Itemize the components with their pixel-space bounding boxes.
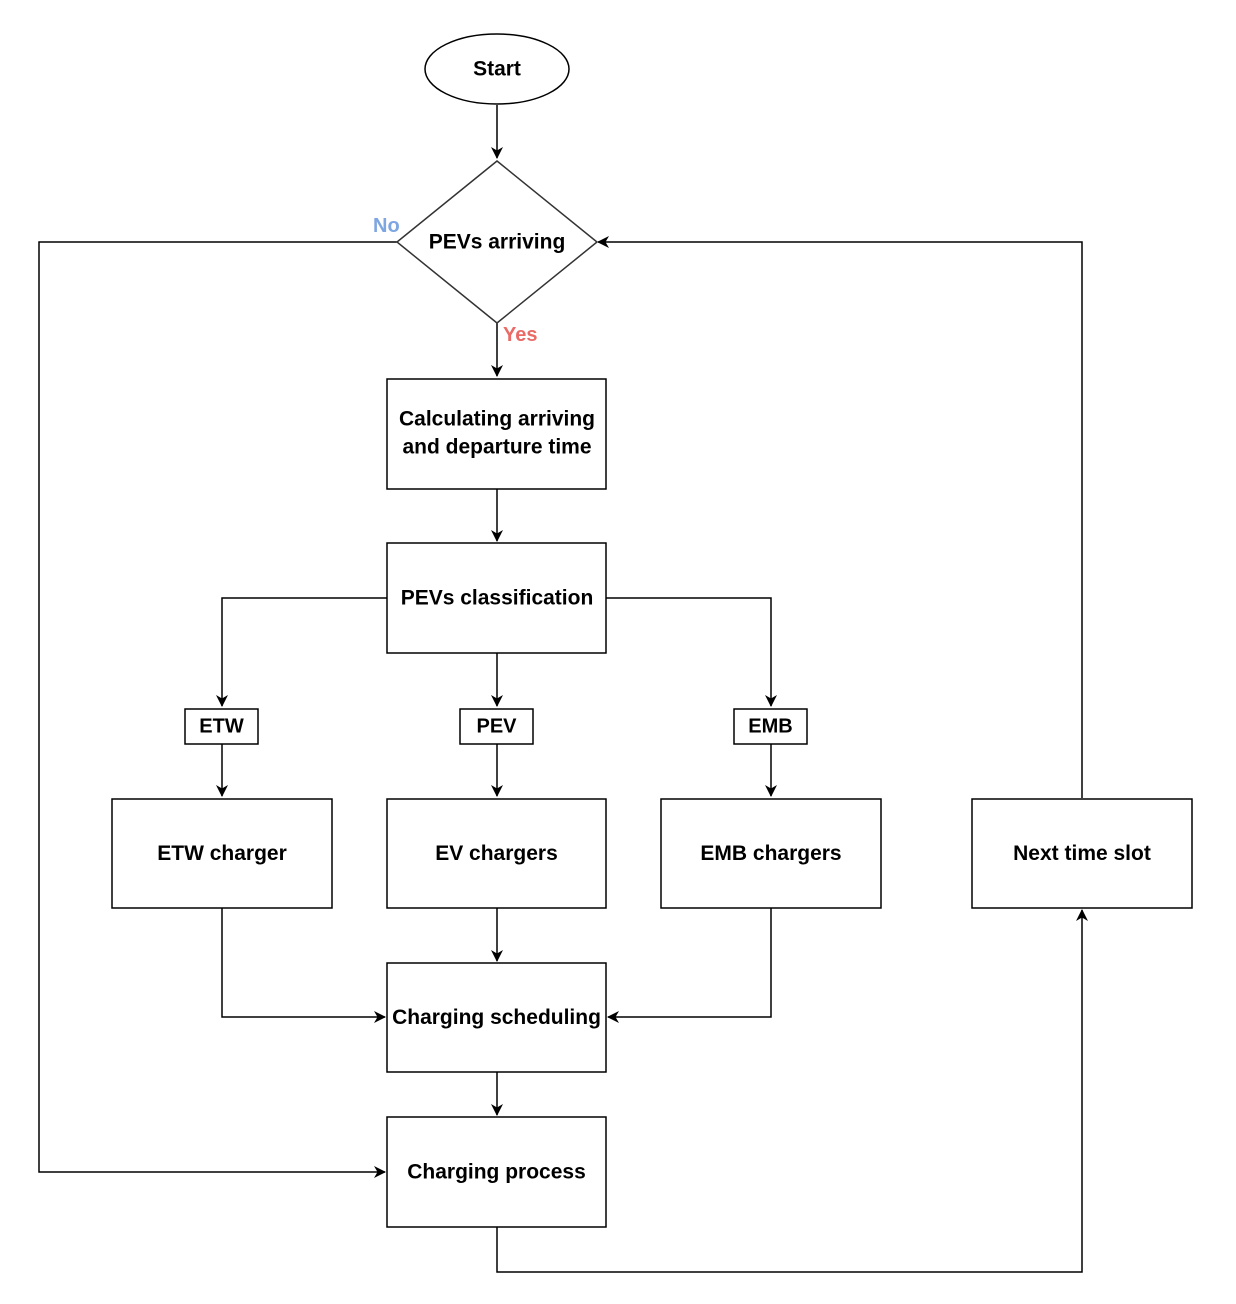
ev-chargers-label: EV chargers bbox=[435, 842, 558, 865]
etw-charger-box bbox=[111, 798, 333, 909]
node-charging-process: Charging process bbox=[386, 1116, 607, 1228]
edges bbox=[38, 105, 1088, 1273]
charging-process-box bbox=[386, 1116, 607, 1228]
node-ev-chargers: EV chargers bbox=[386, 798, 607, 909]
pevs-arriving-label: PEVs arriving bbox=[429, 231, 566, 254]
edge-emb-chargers-to-scheduling bbox=[607, 908, 772, 1023]
charging-process-label: Charging process bbox=[407, 1161, 586, 1184]
edge-etw-charger-to-scheduling bbox=[221, 908, 386, 1023]
edge-classification-to-emb bbox=[606, 597, 777, 707]
start-ellipse bbox=[424, 33, 570, 105]
node-emb-chargers: EMB chargers bbox=[660, 798, 882, 909]
edge-classification-to-etw bbox=[216, 597, 387, 707]
node-pevs-arriving: PEVs arriving bbox=[395, 160, 599, 324]
classification-label: PEVs classification bbox=[401, 587, 594, 610]
node-next-time-slot: Next time slot bbox=[971, 798, 1193, 909]
next-time-slot-label: Next time slot bbox=[1013, 842, 1151, 865]
decision-diamond bbox=[395, 160, 599, 324]
node-classification: PEVs classification bbox=[386, 542, 607, 654]
emb-label: EMB bbox=[748, 716, 792, 738]
node-etw: ETW bbox=[184, 708, 259, 745]
edge-charging-process-to-next-time-slot bbox=[496, 909, 1088, 1273]
node-start: Start bbox=[424, 33, 570, 105]
etw-charger-label: ETW charger bbox=[157, 842, 287, 865]
node-calculating: Calculating arriving and departure time bbox=[386, 378, 607, 490]
calculating-box bbox=[386, 378, 607, 490]
next-time-slot-box bbox=[971, 798, 1193, 909]
node-emb: EMB bbox=[733, 708, 808, 745]
node-etw-charger: ETW charger bbox=[111, 798, 333, 909]
node-charging-scheduling: Charging scheduling bbox=[386, 962, 607, 1073]
edge-next-time-slot-to-pevs-arriving bbox=[597, 236, 1083, 798]
ev-chargers-box bbox=[386, 798, 607, 909]
node-pev: PEV bbox=[459, 708, 534, 745]
edge-label-no: No bbox=[373, 215, 400, 237]
start-label: Start bbox=[473, 58, 521, 81]
calculating-label-line-1: Calculating arriving bbox=[399, 408, 595, 431]
pev-box bbox=[459, 708, 534, 745]
edge-no-to-charging-process bbox=[38, 241, 397, 1178]
emb-box bbox=[733, 708, 808, 745]
classification-box bbox=[386, 542, 607, 654]
charging-scheduling-label: Charging scheduling bbox=[392, 1006, 601, 1029]
charging-scheduling-box bbox=[386, 962, 607, 1073]
etw-label: ETW bbox=[199, 716, 244, 738]
edge-label-yes: Yes bbox=[503, 324, 537, 346]
etw-box bbox=[184, 708, 259, 745]
emb-chargers-label: EMB chargers bbox=[700, 842, 841, 865]
emb-chargers-box bbox=[660, 798, 882, 909]
calculating-label-line-2: and departure time bbox=[402, 436, 591, 459]
pev-label: PEV bbox=[476, 716, 517, 738]
